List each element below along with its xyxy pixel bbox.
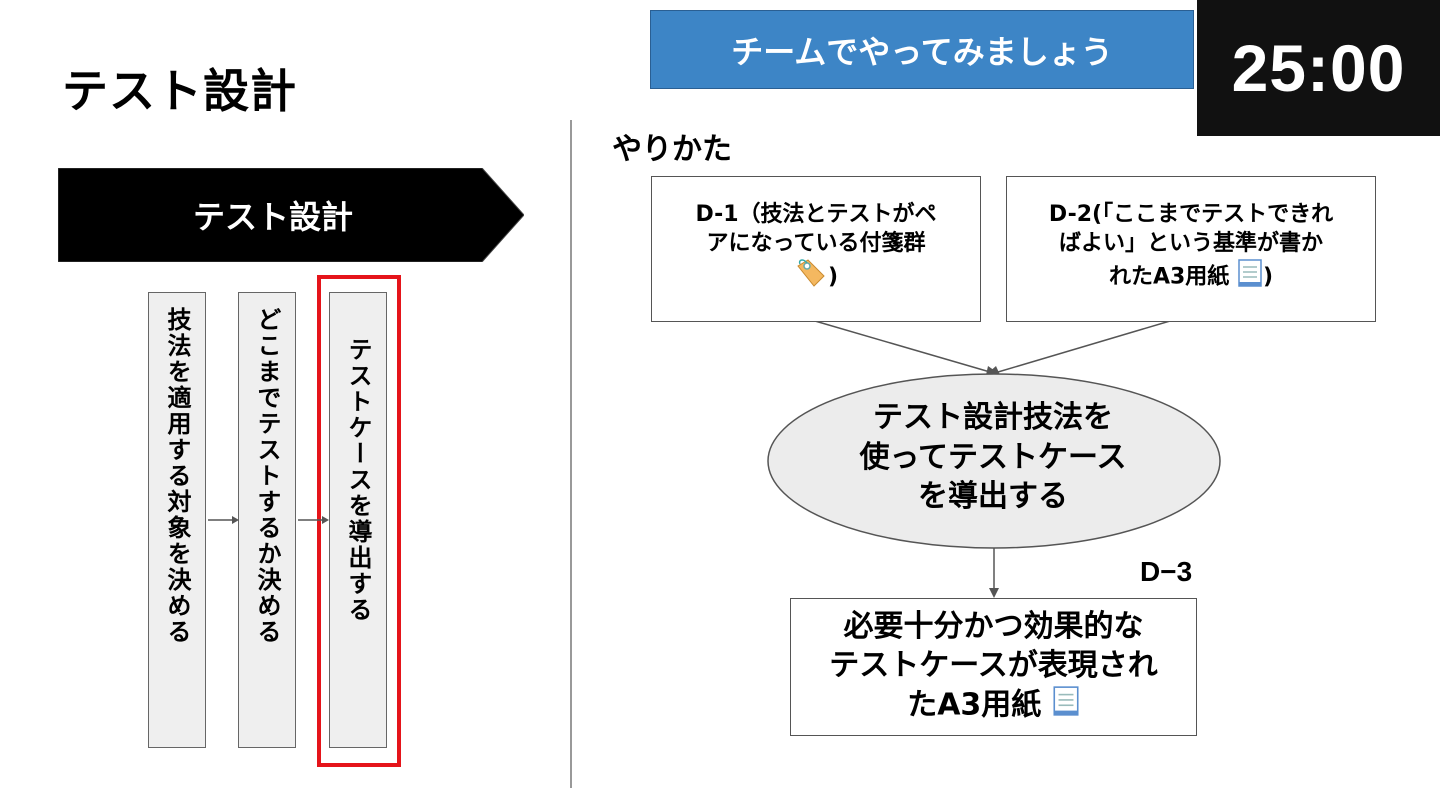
howto-heading: やりかた	[612, 132, 732, 167]
step-box-1: 技法を適用する対象を決める	[148, 292, 206, 748]
flow-arrows	[814, 320, 1171, 598]
process-line-1: テスト設計技法を	[873, 400, 1113, 435]
step-text-1: 技法を適用する対象を決める	[163, 307, 191, 645]
step-box-3: テストケースを導出する	[329, 292, 387, 748]
d1-line-2: アになっている付箋群	[706, 230, 926, 256]
d1-line-3: )	[827, 264, 839, 290]
input-box-d1: D-1（技法とテストがペ アになっている付箋群 )	[651, 176, 981, 322]
input-box-d2: D-2(「ここまでテストできれ ばよい」という基準が書か れたA3用紙 )	[1006, 176, 1376, 322]
step-text-3: テストケースを導出する	[344, 337, 372, 623]
output-line-2: テストケースが表現され	[829, 648, 1158, 683]
d2-line-3: れたA3用紙	[1108, 264, 1230, 290]
d1-line-1: D-1（技法とテストがペ	[695, 202, 937, 228]
countdown-timer: 25:00	[1197, 0, 1440, 136]
process-ellipse	[767, 373, 1221, 549]
d2-line-1: D-2(「ここまでテストできれ	[1048, 202, 1334, 228]
page-icon	[1237, 258, 1263, 297]
tag-icon	[794, 258, 828, 297]
phase-label: テスト設計	[192, 198, 353, 236]
page-icon	[1052, 685, 1080, 727]
step-arrows	[208, 516, 329, 524]
d2-close-paren: )	[1262, 264, 1274, 290]
d2-line-2: ばよい」という基準が書か	[1058, 230, 1323, 256]
vertical-divider	[570, 120, 572, 788]
output-line-1: 必要十分かつ効果的な	[843, 609, 1144, 644]
process-line-2: 使ってテストケース	[859, 439, 1127, 475]
process-line-3: を導出する	[918, 479, 1068, 515]
current-step-highlight	[317, 275, 401, 767]
output-label: D−3	[1140, 556, 1193, 587]
output-box-d3: 必要十分かつ効果的な テストケースが表現され たA3用紙	[790, 598, 1197, 736]
team-banner: チームでやってみましょう	[650, 10, 1194, 89]
page-title: テスト設計	[62, 64, 297, 118]
step-text-2: どこまでテストするか決める	[253, 307, 281, 645]
output-line-3: たA3用紙	[907, 687, 1042, 723]
phase-arrow-shape	[58, 168, 524, 262]
process-text: テスト設計技法を 使ってテストケース を導出する	[770, 398, 1216, 517]
step-box-2: どこまでテストするか決める	[238, 292, 296, 748]
